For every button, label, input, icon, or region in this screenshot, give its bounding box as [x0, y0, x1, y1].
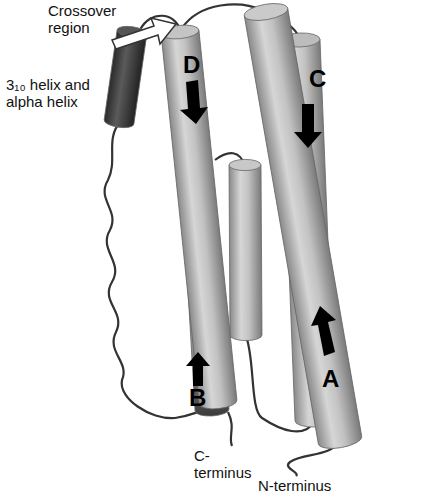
helix-cylinder — [229, 159, 262, 340]
helix-label: 3₁₀ helix and alpha helix — [6, 76, 94, 110]
helix-arrow — [180, 80, 208, 124]
helix-arrow — [311, 306, 336, 356]
helix-cylinder — [160, 23, 237, 410]
direction-arrows — [180, 80, 336, 386]
helix-arrow — [294, 104, 322, 148]
helix-letter: B — [189, 385, 206, 411]
helix-arrow — [186, 352, 210, 386]
helix-cylinder — [243, 1, 363, 452]
helix-letter: D — [183, 52, 200, 78]
terminus-label: N-terminus — [258, 477, 331, 494]
helix-letter: A — [322, 366, 339, 392]
region-label: Crossover region — [48, 2, 128, 36]
terminus-label: C- terminus — [194, 447, 264, 481]
helix-letter: C — [309, 66, 326, 92]
pointer-arrow — [112, 18, 176, 49]
